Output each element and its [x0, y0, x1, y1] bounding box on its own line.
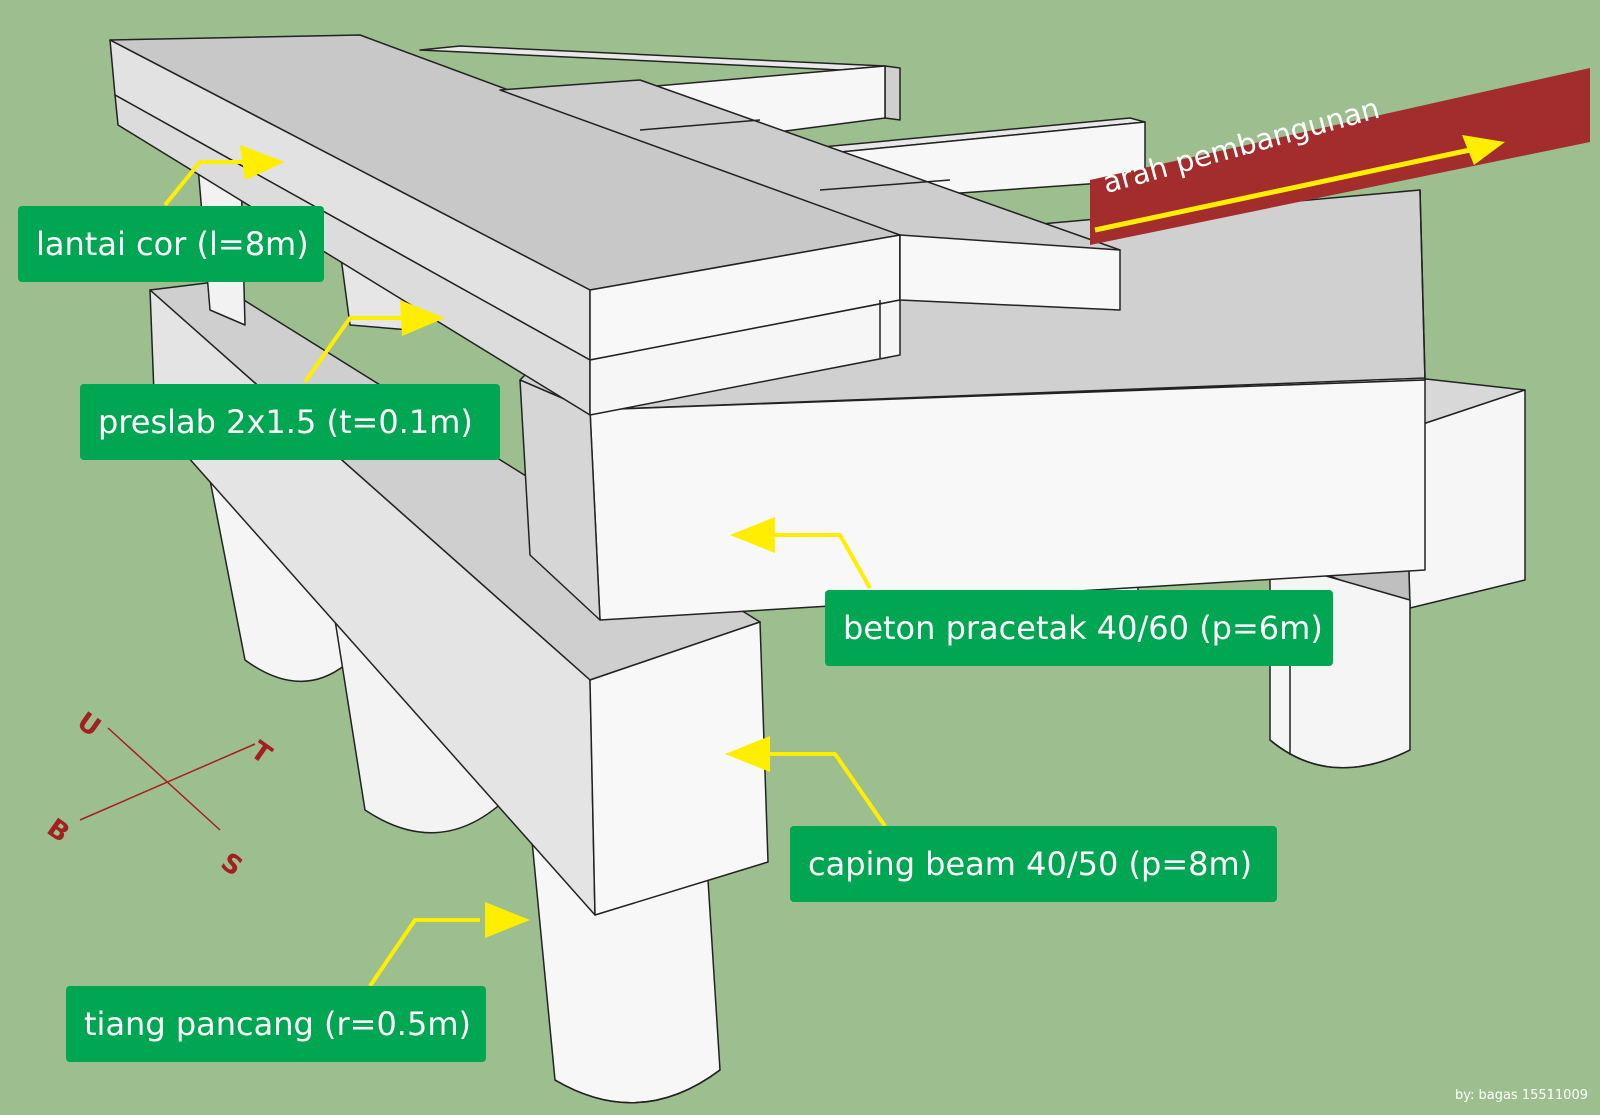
compass-lines — [79, 727, 256, 831]
arrow-preslab — [303, 316, 410, 384]
lantai-cor-slab — [109, 34, 901, 416]
arrow-lantai — [163, 160, 255, 207]
arrowhead-preslab — [400, 300, 445, 336]
label-tiang-pancang: tiang pancang (r=0.5m) — [66, 986, 486, 1062]
arrow-caping — [765, 752, 887, 828]
label-caping-beam: caping beam 40/50 (p=8m) — [790, 826, 1277, 902]
arrow-tiang — [368, 918, 480, 988]
preslab-panels — [499, 79, 1121, 358]
label-preslab: preslab 2x1.5 (t=0.1m) — [80, 384, 500, 460]
arrowhead-beton — [730, 517, 775, 553]
arrowhead-lantai — [240, 145, 285, 180]
arrowhead-caping — [725, 736, 770, 772]
label-lantai-cor: lantai cor (l=8m) — [18, 206, 324, 282]
arrowhead-tiang — [485, 902, 530, 938]
direction-band — [1090, 68, 1590, 245]
arrow-beton — [768, 533, 872, 589]
label-beton-pracetak: beton pracetak 40/60 (p=6m) — [825, 590, 1333, 666]
author-credit: by: bagas 15511009 — [1454, 1088, 1588, 1103]
